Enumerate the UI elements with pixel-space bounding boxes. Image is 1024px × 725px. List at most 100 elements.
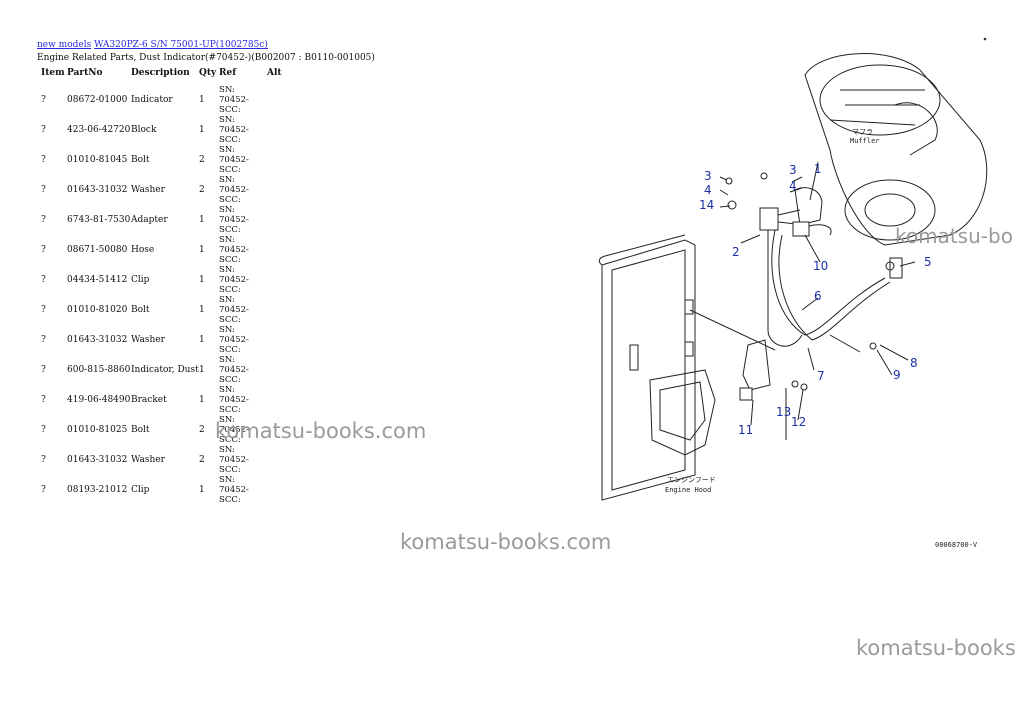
cell-ref: SN: 70452-SCC: <box>219 115 267 145</box>
callout-8: 8 <box>910 356 918 370</box>
cell-partno: 423-06-42720 <box>67 125 131 135</box>
ref-scc: SCC: <box>219 465 241 475</box>
cell-partno: 01643-31032 <box>67 335 128 345</box>
muffler-en-label: Muffler <box>850 137 880 145</box>
cell-description: Hose <box>131 245 155 255</box>
muffler-illustration: マフラ Muffler <box>804 37 988 246</box>
cell-alt <box>267 355 287 385</box>
cell-partno: 01643-31032 <box>67 185 128 195</box>
watermark: komatsu-books <box>856 636 1016 660</box>
cell-alt <box>267 325 287 355</box>
callout-3a: 3 <box>704 169 712 183</box>
cell-ref: SN: 70452-SCC: <box>219 265 267 295</box>
cell-alt <box>267 385 287 415</box>
cell-item: ? <box>41 485 46 495</box>
ref-serial: SN: 70452- <box>219 265 249 285</box>
cell-item: ? <box>41 395 46 405</box>
cell-description: Clip <box>131 485 150 495</box>
cell-description: Indicator <box>131 95 173 105</box>
ref-serial: SN: 70452- <box>219 85 249 105</box>
cell-qty: 1 <box>199 275 205 285</box>
cell-ref: SN: 70452-SCC: <box>219 475 267 505</box>
ref-scc: SCC: <box>219 195 241 205</box>
cell-partno: 6743-81-7530 <box>67 215 131 225</box>
cell-item: ? <box>41 455 46 465</box>
leader-lines <box>719 161 916 440</box>
cell-alt <box>267 295 287 325</box>
ref-scc: SCC: <box>219 435 241 445</box>
ref-scc: SCC: <box>219 375 241 385</box>
cell-partno: 04434-51412 <box>67 275 128 285</box>
engine-hood-jp-label: エンジンフード <box>667 476 716 484</box>
cell-alt <box>267 265 287 295</box>
cell-alt <box>267 235 287 265</box>
cell-qty: 1 <box>199 395 205 405</box>
cell-item: ? <box>41 425 46 435</box>
cell-qty: 2 <box>199 185 205 195</box>
cell-item: ? <box>41 215 46 225</box>
cell-ref: SN: 70452-SCC: <box>219 85 267 115</box>
cell-qty: 1 <box>199 125 205 135</box>
ref-serial: SN: 70452- <box>219 355 249 375</box>
drawing-number: 00068700-V <box>935 541 978 549</box>
cell-alt <box>267 175 287 205</box>
cell-partno: 419-06-48490 <box>67 395 131 405</box>
cell-description: Washer <box>131 185 165 195</box>
table-header-row: Item PartNo Description Qty Ref Alt <box>37 67 287 85</box>
cell-qty: 1 <box>199 485 205 495</box>
cell-partno: 08672-01000 <box>67 95 128 105</box>
callout-12: 12 <box>791 415 806 429</box>
parts-table: Item PartNo Description Qty Ref Alt ?086… <box>37 67 287 505</box>
cell-description: Clip <box>131 275 150 285</box>
callout-5: 5 <box>924 255 932 269</box>
cell-ref: SN: 70452-SCC: <box>219 295 267 325</box>
cell-item: ? <box>41 155 46 165</box>
cell-description: Bolt <box>131 155 150 165</box>
ref-scc: SCC: <box>219 405 241 415</box>
cell-description: Bolt <box>131 305 150 315</box>
cell-item: ? <box>41 95 46 105</box>
ref-serial: SN: 70452- <box>219 295 249 315</box>
cell-qty: 2 <box>199 455 205 465</box>
cell-partno: 600-815-8860 <box>67 365 131 375</box>
ref-serial: SN: 70452- <box>219 385 249 405</box>
cell-description: Bolt <box>131 425 150 435</box>
cell-alt <box>267 145 287 175</box>
cell-ref: SN: 70452-SCC: <box>219 355 267 385</box>
breadcrumb-model-link[interactable]: WA320PZ-6 S/N 75001-UP(1002785c) <box>94 40 268 50</box>
ref-scc: SCC: <box>219 285 241 295</box>
callout-labels: 3 4 14 2 3 4 1 10 6 5 7 8 9 13 12 11 <box>699 162 932 437</box>
cell-partno: 08193-21012 <box>67 485 128 495</box>
watermark: komatsu-books.com <box>400 530 612 554</box>
parts-diagram: マフラ Muffler <box>598 37 988 549</box>
cell-ref: SN: 70452-SCC: <box>219 145 267 175</box>
callout-11: 11 <box>738 423 753 437</box>
cell-alt <box>267 445 287 475</box>
engine-hood-en-label: Engine Hood <box>665 486 711 494</box>
header-partno: PartNo <box>67 68 103 78</box>
ref-serial: SN: 70452- <box>219 235 249 255</box>
cell-qty: 1 <box>199 335 205 345</box>
dust-indicator-assembly <box>725 172 903 401</box>
cell-qty: 2 <box>199 425 205 435</box>
breadcrumb-new-models-link[interactable]: new models <box>37 40 92 50</box>
cell-item: ? <box>41 245 46 255</box>
ref-scc: SCC: <box>219 105 241 115</box>
ref-serial: SN: 70452- <box>219 175 249 195</box>
ref-serial: SN: 70452- <box>219 445 249 465</box>
ref-serial: SN: 70452- <box>219 415 249 435</box>
ref-scc: SCC: <box>219 255 241 265</box>
cell-qty: 2 <box>199 155 205 165</box>
cell-alt <box>267 115 287 145</box>
ref-scc: SCC: <box>219 315 241 325</box>
